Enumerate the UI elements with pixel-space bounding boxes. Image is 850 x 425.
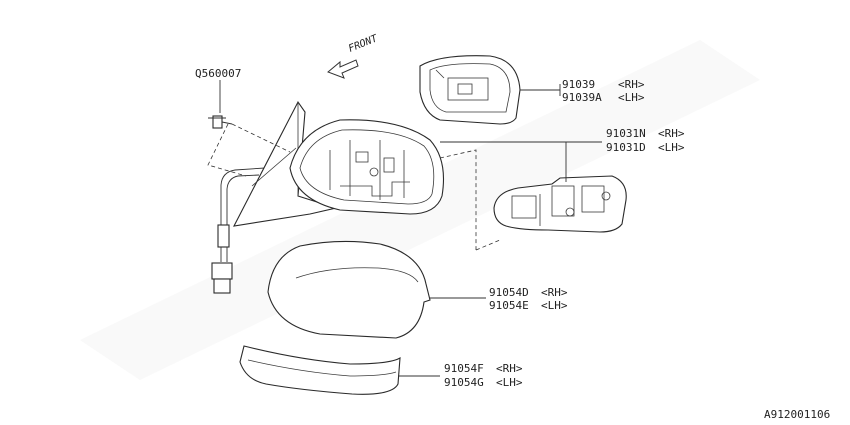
part-side-91039a: <LH> (618, 91, 645, 104)
wire-harness (211, 167, 266, 294)
part-label-91054d[interactable]: 91054D (489, 286, 529, 299)
part-side-91054d: <RH> (541, 286, 568, 299)
front-label: FRONT (347, 33, 380, 55)
part-label-91054e[interactable]: 91054E (489, 299, 529, 312)
assembly-guides (207, 123, 501, 251)
part-side-91054e: <LH> (541, 299, 568, 312)
part-label-91054g[interactable]: 91054G (444, 376, 484, 389)
part-side-91054g: <LH> (496, 376, 523, 389)
part-label-q560007[interactable]: Q560007 (195, 67, 241, 80)
diagram-code: A912001106 (764, 408, 830, 421)
part-label-91054f[interactable]: 91054F (444, 362, 484, 375)
mirror-motor-part[interactable] (493, 175, 627, 233)
garnish-part[interactable] (239, 345, 401, 395)
part-side-91031n: <RH> (658, 127, 685, 140)
part-label-91031d[interactable]: 91031D (606, 141, 646, 154)
part-side-91039: <RH> (618, 78, 645, 91)
mirror-housing-part[interactable] (289, 119, 445, 215)
part-label-91039a[interactable]: 91039A (562, 91, 602, 104)
mirror-glass-part[interactable] (419, 55, 521, 125)
leader-lines (398, 84, 602, 377)
mirror-cover-part[interactable] (267, 240, 431, 339)
front-arrow-icon (327, 59, 359, 79)
part-label-91031n[interactable]: 91031N (606, 127, 646, 140)
part-side-91031d: <LH> (658, 141, 685, 154)
part-side-91054f: <RH> (496, 362, 523, 375)
bolt-part[interactable] (208, 115, 233, 129)
part-label-91039[interactable]: 91039 (562, 78, 595, 91)
